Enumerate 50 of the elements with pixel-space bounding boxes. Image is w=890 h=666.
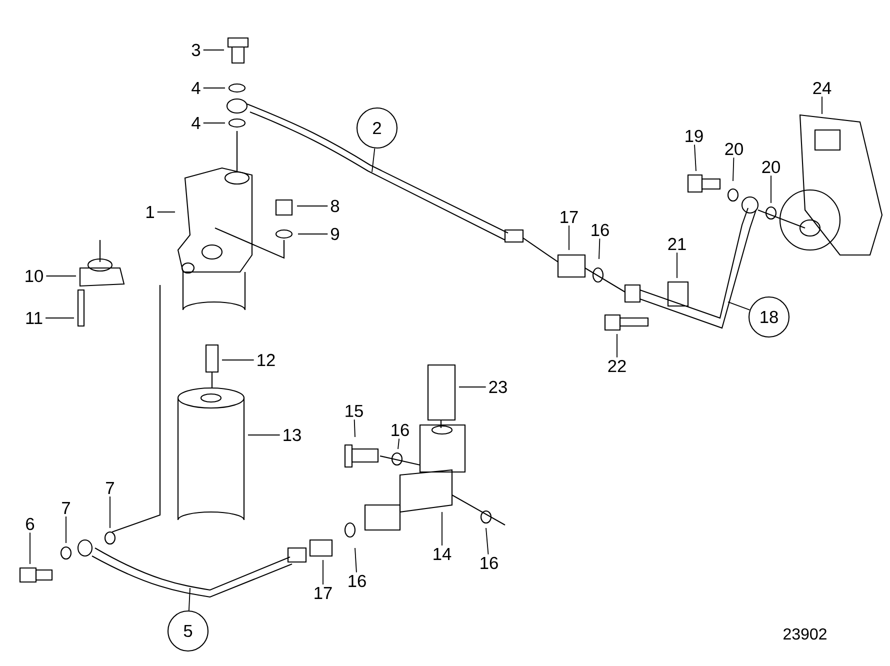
circled-callout: 2 xyxy=(356,107,398,149)
callout-number: 20 xyxy=(762,160,780,174)
callout-number: 4 xyxy=(192,82,200,94)
leader-line xyxy=(694,144,696,172)
leader-line xyxy=(732,157,734,182)
callout-number: 16 xyxy=(592,224,609,236)
leader-line xyxy=(248,434,280,436)
callout-number: 22 xyxy=(608,360,626,372)
callout-number: 16 xyxy=(480,556,498,570)
callout-number: 16 xyxy=(392,424,409,436)
callout-number: 4 xyxy=(192,117,200,129)
callout-number: 17 xyxy=(314,587,332,599)
drawing-number: 23902 xyxy=(784,628,826,640)
leader-line xyxy=(728,302,750,310)
leader-line xyxy=(568,225,570,250)
leader-line xyxy=(354,548,357,573)
leader-line xyxy=(458,386,486,388)
leader-line xyxy=(486,528,489,555)
callout-number: 8 xyxy=(330,200,340,212)
callout-number: 1 xyxy=(146,206,154,218)
leader-line xyxy=(202,122,226,124)
leader-line xyxy=(616,334,618,358)
callout-number: 16 xyxy=(348,574,366,588)
callout-number: 14 xyxy=(434,548,452,560)
callout-number: 10 xyxy=(26,270,43,282)
callout-number: 23 xyxy=(489,380,507,394)
callout-number: 20 xyxy=(725,142,743,156)
callout-number: 15 xyxy=(346,404,363,418)
callout-number: 7 xyxy=(62,502,70,514)
callout-number: 6 xyxy=(26,518,34,530)
leader-line xyxy=(770,175,772,204)
callout-number: 17 xyxy=(560,211,578,223)
leader-line xyxy=(398,438,400,450)
callout-number: 7 xyxy=(106,482,114,494)
leader-line xyxy=(354,419,356,438)
leader-line xyxy=(676,252,678,278)
leader-line xyxy=(188,588,190,611)
callout-number: 9 xyxy=(331,228,339,240)
leader-line xyxy=(322,560,324,585)
callout-number: 19 xyxy=(686,130,703,142)
callout-number: 21 xyxy=(668,238,686,250)
circled-callout: 5 xyxy=(167,610,209,652)
callout-number: 3 xyxy=(192,44,200,56)
circled-callout: 18 xyxy=(748,296,790,338)
callout-number: 24 xyxy=(813,82,832,94)
leader-line xyxy=(372,148,376,172)
callout-number: 13 xyxy=(284,428,301,442)
leader-line xyxy=(598,238,600,260)
callout-number: 11 xyxy=(26,312,42,324)
callout-number: 12 xyxy=(258,354,275,366)
